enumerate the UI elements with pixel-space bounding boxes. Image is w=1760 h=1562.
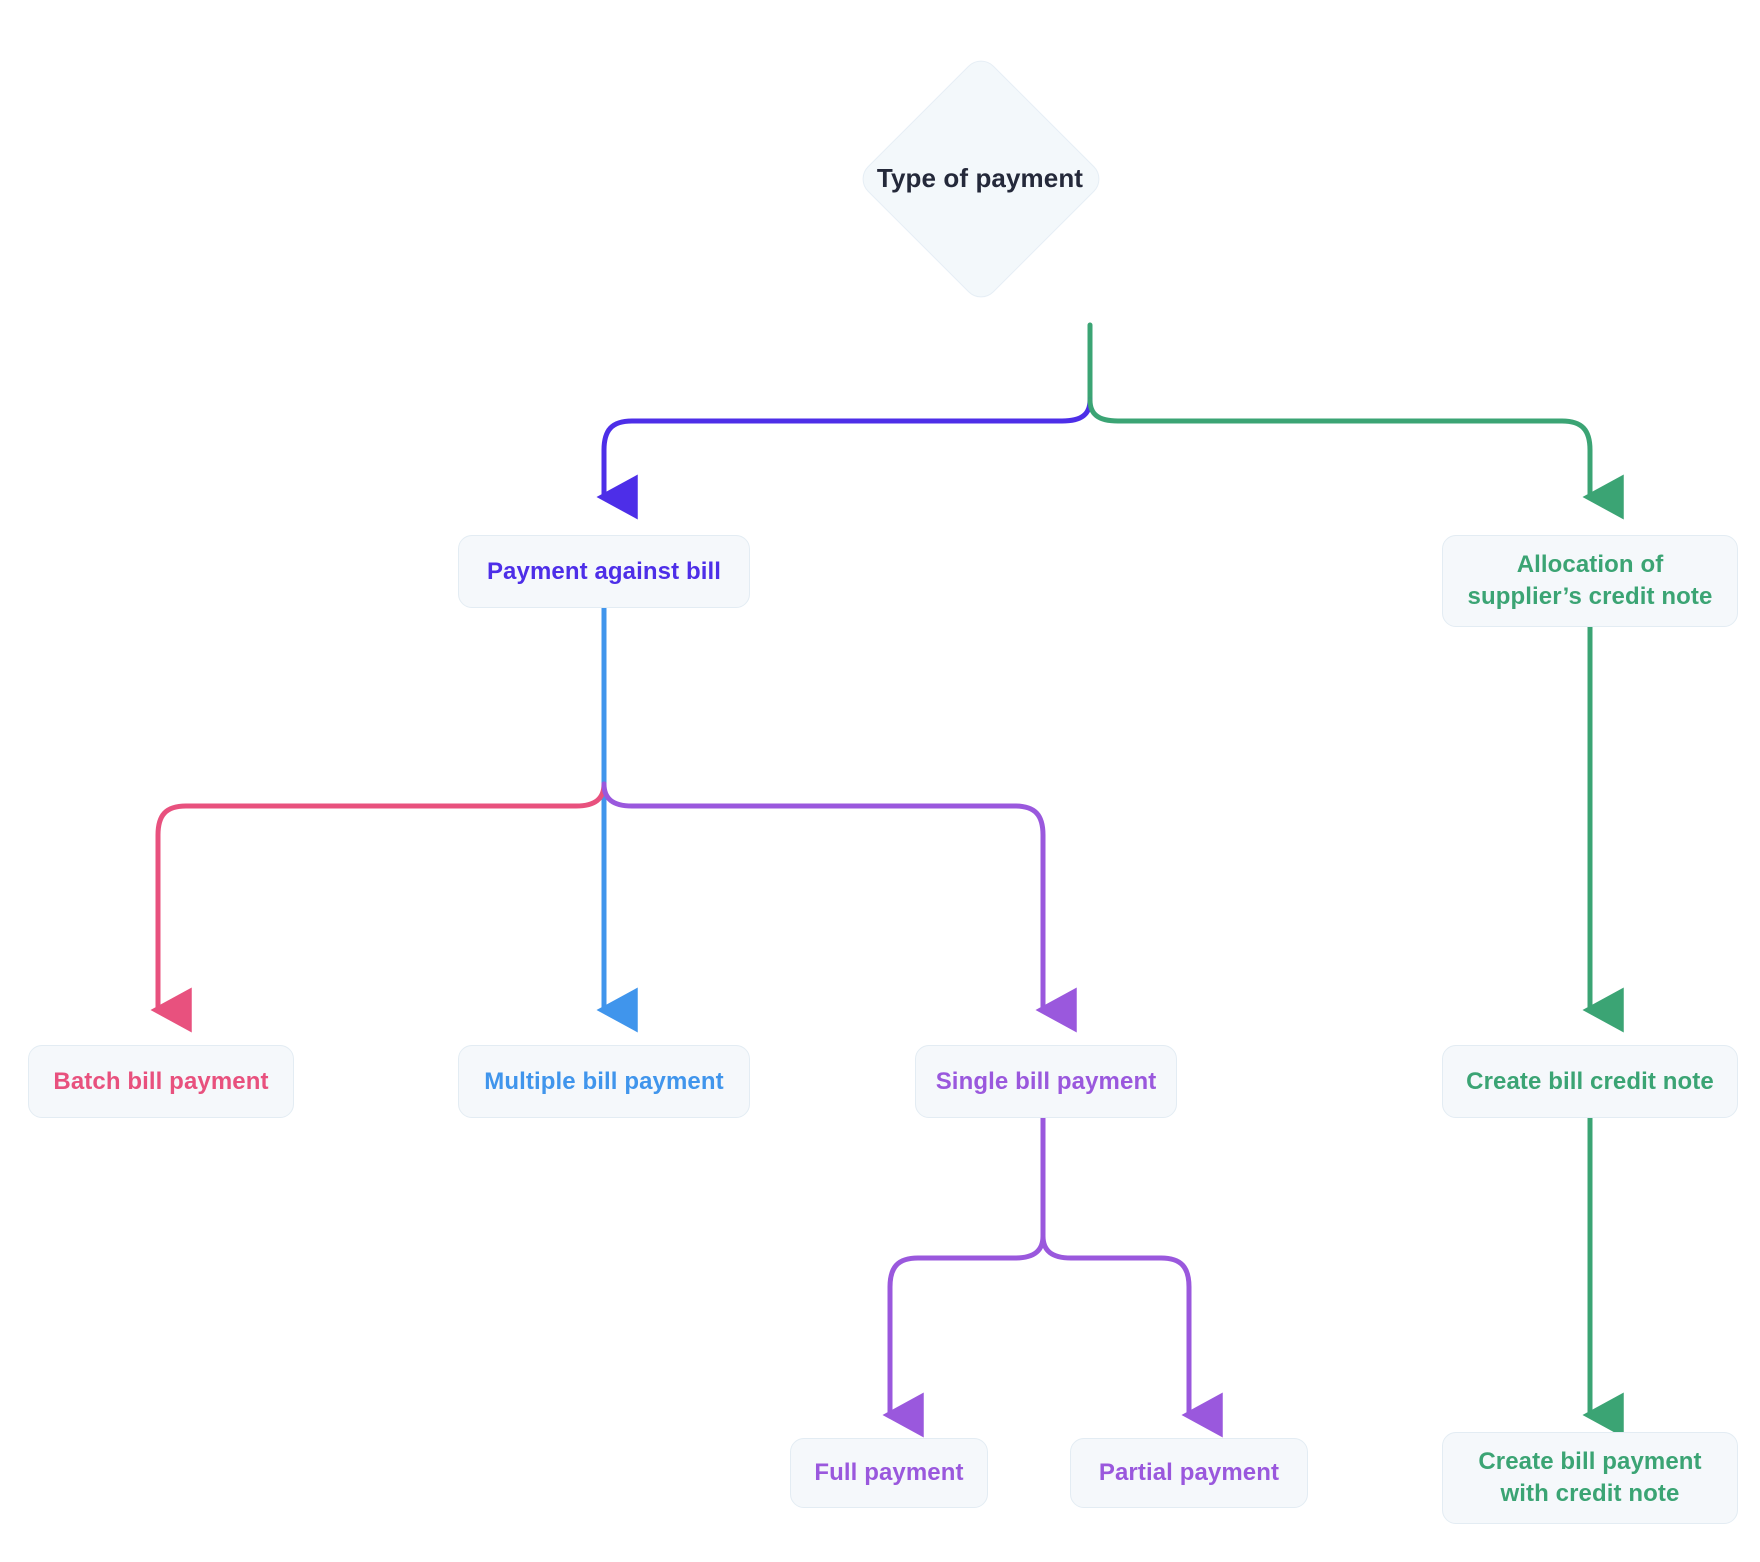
node-label-type-of-payment: Type of payment [876,162,1084,193]
node-batch-bill-payment[interactable]: Batch bill payment [28,1045,294,1118]
node-multiple-bill-payment[interactable]: Multiple bill payment [458,1045,750,1118]
edge-single-to-full-payment [882,1233,1046,1438]
node-label-allocation-of-suppliers-credit-note: Allocation of supplier’s credit note [1467,551,1713,610]
node-label-single-bill-payment: Single bill payment [935,1067,1157,1095]
node-partial-payment[interactable]: Partial payment [1070,1438,1308,1508]
edge-payment-to-single-bill-payment [601,781,1077,1033]
node-label-payment-against-bill: Payment against bill [486,557,722,585]
node-label-batch-bill-payment: Batch bill payment [53,1067,269,1095]
node-label-create-bill-credit-note: Create bill credit note [1466,1067,1714,1095]
node-payment-against-bill[interactable]: Payment against bill [458,535,750,608]
node-label-partial-payment: Partial payment [1098,1459,1280,1487]
node-label-multiple-bill-payment: Multiple bill payment [484,1067,724,1095]
edge-payment-to-batch-bill-payment [150,781,607,1033]
edge-root-to-allocation [1087,397,1624,520]
node-allocation-of-suppliers-credit-note[interactable]: Allocation of supplier’s credit note [1442,535,1738,627]
node-full-payment[interactable]: Full payment [790,1438,988,1508]
node-label-full-payment: Full payment [814,1459,964,1487]
node-label-create-bill-payment-with-credit-note: Create bill payment with credit note [1478,1448,1702,1507]
node-create-bill-payment-with-credit-note[interactable]: Create bill payment with credit note [1442,1432,1738,1524]
node-create-bill-credit-note[interactable]: Create bill credit note [1442,1045,1738,1118]
node-single-bill-payment[interactable]: Single bill payment [915,1045,1177,1118]
node-type-of-payment[interactable]: Type of payment [830,28,1130,328]
edge-single-to-partial-payment [1040,1233,1223,1438]
edge-root-to-payment-against-bill [596,397,1093,520]
